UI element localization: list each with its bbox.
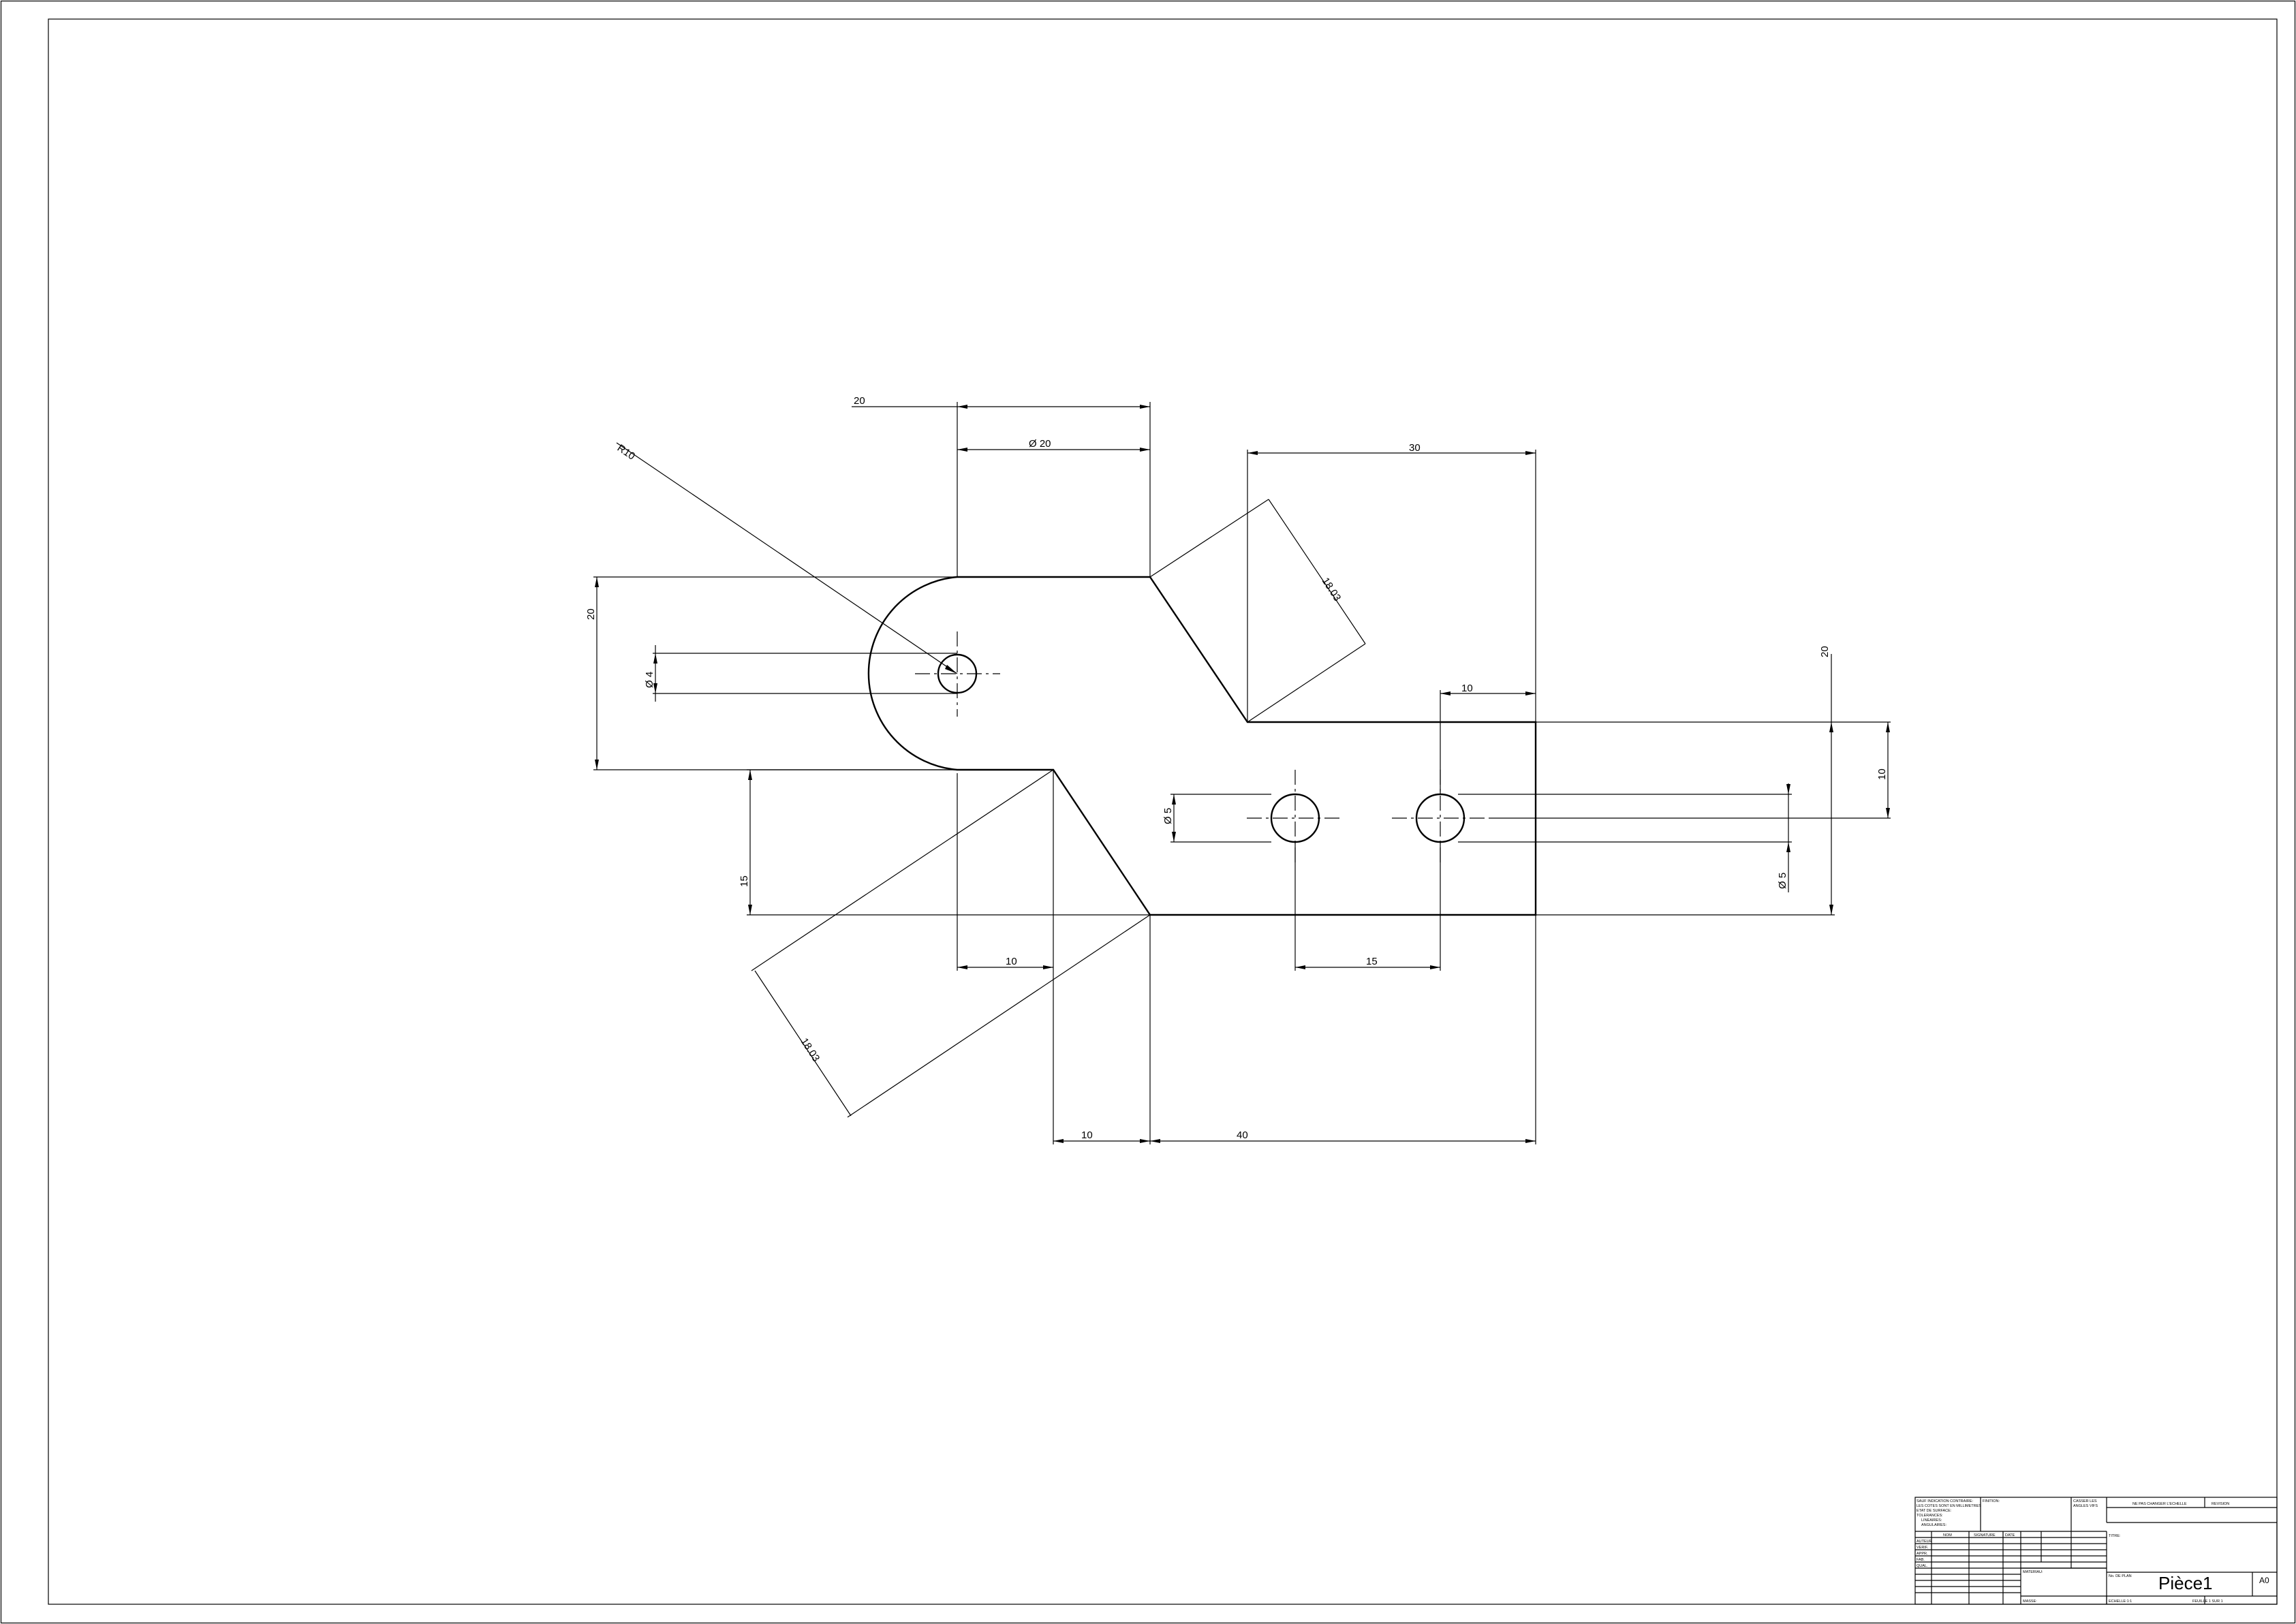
- tb-break-edges-1: CASSER LES: [2073, 1499, 2097, 1503]
- dim-radius-10: R10: [615, 442, 637, 462]
- extension-lines: [593, 402, 1891, 1144]
- tb-material-label: MATERIAU:: [2023, 1570, 2043, 1574]
- tb-tolerance-line5: LINEAIRES:: [1921, 1518, 1942, 1522]
- title-block: SAUF INDICATION CONTRAIRE: LES COTES SON…: [1914, 1497, 2278, 1605]
- tb-break-edges-2: ANGLES VIFS: [2073, 1504, 2098, 1508]
- tb-col-date: DATE: [2005, 1533, 2015, 1537]
- tb-revision-label: REVISION: [2212, 1502, 2229, 1506]
- dimension-lines: [596, 406, 1889, 1142]
- tb-format: A0: [2259, 1576, 2269, 1585]
- dim-chamfer-top: 18.03: [1320, 576, 1344, 604]
- tb-row-author: AUTEUR: [1917, 1540, 1932, 1544]
- tb-row-verif: VERIF.: [1917, 1546, 1929, 1550]
- tb-sheet-label: FEUILLE 1 SUR 1: [2192, 1599, 2223, 1604]
- dim-right-10: 10: [1461, 683, 1473, 694]
- dim-hole-dia-4: Ø 4: [644, 672, 655, 688]
- tb-drawing-no-label: No. DE PLAN: [2109, 1574, 2132, 1578]
- tb-weight-label: MASSE:: [2023, 1599, 2037, 1604]
- dim-chamfer-bottom: 18.03: [798, 1036, 822, 1064]
- dim-hole-dia-5-left: Ø 5: [1162, 808, 1174, 824]
- tb-scale-label: ECHELLE:1:1: [2109, 1599, 2132, 1604]
- dim-bottom-10-b: 10: [1081, 1129, 1093, 1141]
- tb-title: Pièce1: [2158, 1573, 2213, 1593]
- tb-tolerance-line6: ANGULAIRES:: [1921, 1523, 1946, 1527]
- arrowheads: [595, 405, 1890, 1143]
- dim-hole-dia-5-right: Ø 5: [1777, 873, 1788, 889]
- dim-left-height-20: 20: [585, 608, 597, 620]
- tb-tolerance-line3: ETAT DE SURFACE:: [1917, 1509, 1952, 1513]
- dim-slot-10: 10: [1876, 768, 1888, 780]
- drawing-frame: [48, 18, 2278, 1605]
- dim-left-15: 15: [739, 875, 750, 887]
- tb-col-name: NOM: [1943, 1533, 1952, 1537]
- tb-title-label: TITRE:: [2109, 1534, 2121, 1538]
- dim-diameter-20: Ø 20: [1029, 438, 1051, 450]
- tb-row-qual: QUAL.: [1917, 1564, 1928, 1568]
- tb-finish-label: FINITION:: [1983, 1499, 2000, 1503]
- dim-bottom-40: 40: [1237, 1129, 1248, 1141]
- tb-tolerance-line4: TOLERANCES:: [1917, 1514, 1943, 1518]
- tb-row-fab: FAB.: [1917, 1558, 1925, 1562]
- tb-tolerance-line1: SAUF INDICATION CONTRAIRE:: [1917, 1499, 1973, 1503]
- dim-bottom-10-a: 10: [1006, 956, 1017, 967]
- dim-hole-spacing-15: 15: [1366, 956, 1378, 967]
- part-contour: [867, 576, 1537, 916]
- tb-col-signature: SIGNATURE: [1974, 1533, 1996, 1537]
- dim-right-height-20: 20: [1819, 646, 1831, 657]
- dim-width-30: 30: [1409, 442, 1421, 454]
- tb-do-not-scale: NE PAS CHANGER L'ECHELLE: [2132, 1502, 2187, 1506]
- tb-tolerance-line2: LES COTES SONT EN MILLIMETRES: [1917, 1504, 1981, 1508]
- tb-row-appr: APPR.: [1917, 1552, 1928, 1556]
- dim-top-offset: 20: [854, 395, 865, 407]
